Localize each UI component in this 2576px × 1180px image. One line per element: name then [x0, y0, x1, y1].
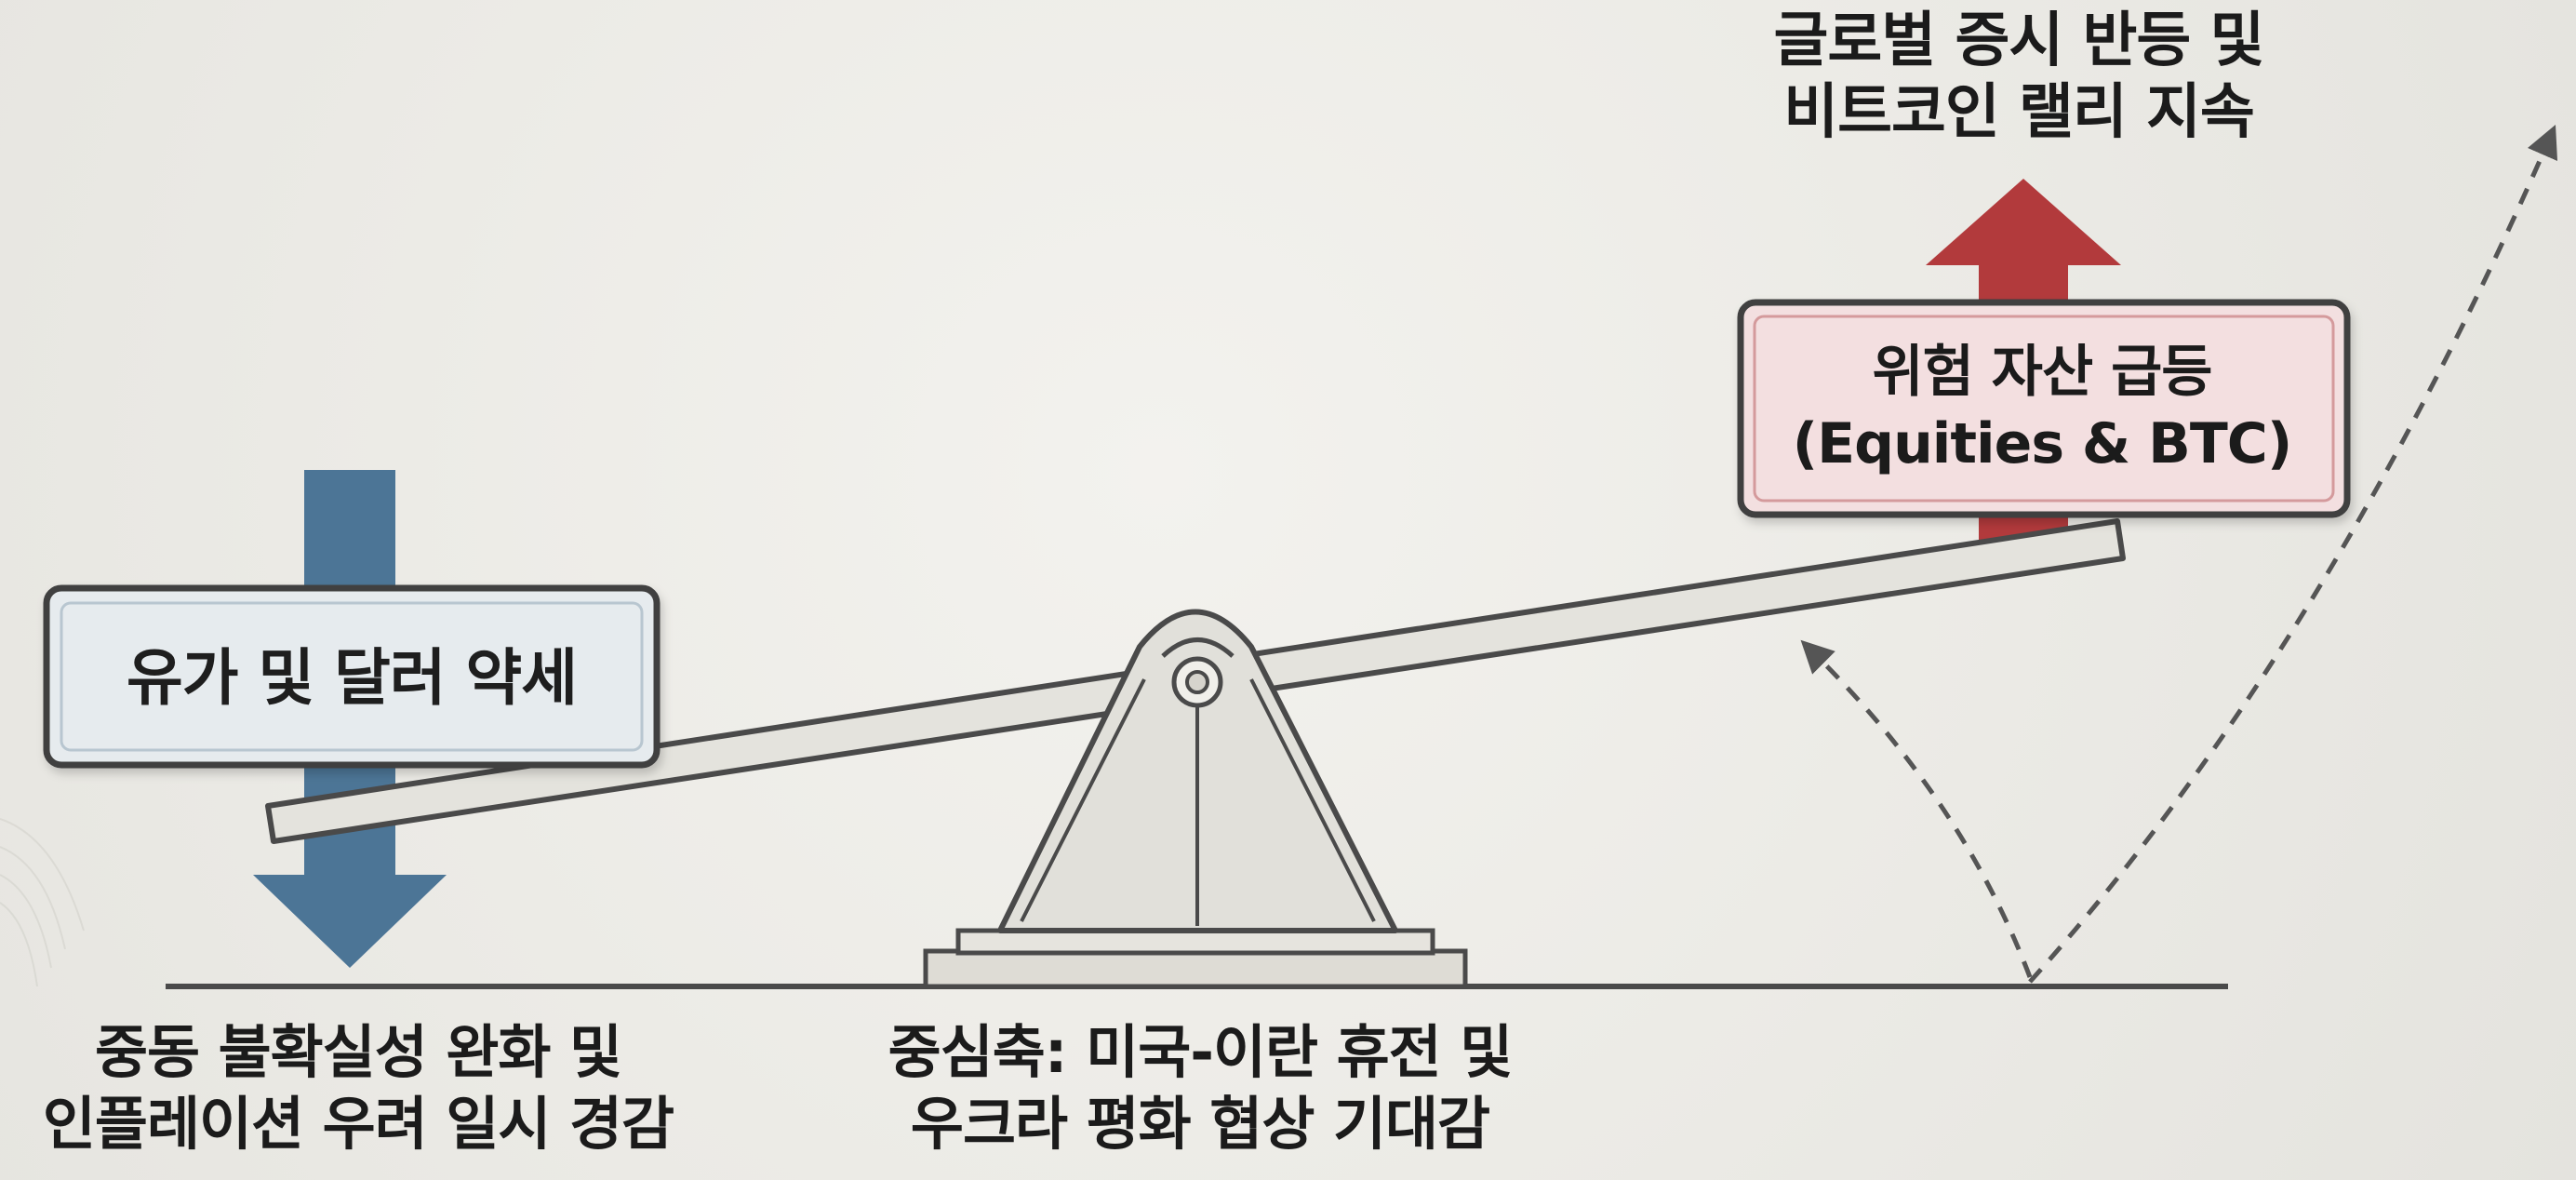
left-box: [43, 584, 661, 769]
top-caption-line2: 비트코인 랠리 지속: [1783, 77, 2255, 147]
dashed-arrow-small: [1800, 639, 2033, 978]
fulcrum-base-lower: [923, 948, 1468, 989]
bottom-left-caption-line2: 인플레이션 우려 일시 경감: [42, 1089, 674, 1158]
bottom-center-caption-line1: 중심축: 미국-이란 휴전 및: [888, 1018, 1514, 1086]
right-box: [1737, 299, 2351, 518]
background-decoration: [0, 818, 85, 987]
bottom-center-caption-line2: 우크라 평화 협상 기대감: [910, 1089, 1490, 1158]
top-caption-line1: 글로벌 증시 반등 및: [1773, 7, 2265, 75]
dashed-arrow-large: [2028, 124, 2558, 984]
fulcrum-base-upper: [955, 928, 1435, 956]
bottom-left-caption-line1: 중동 불확실성 완화 및: [94, 1018, 622, 1086]
bottom-center-caption: 중심축: 미국-이란 휴전 및 우크라 평화 협상 기대감: [763, 1017, 1637, 1160]
top-caption: 글로벌 증시 반등 및 비트코인 랠리 지속: [1628, 6, 2409, 149]
bottom-left-caption: 중동 불확실성 완화 및 인플레이션 우려 일시 경감: [0, 1017, 716, 1160]
